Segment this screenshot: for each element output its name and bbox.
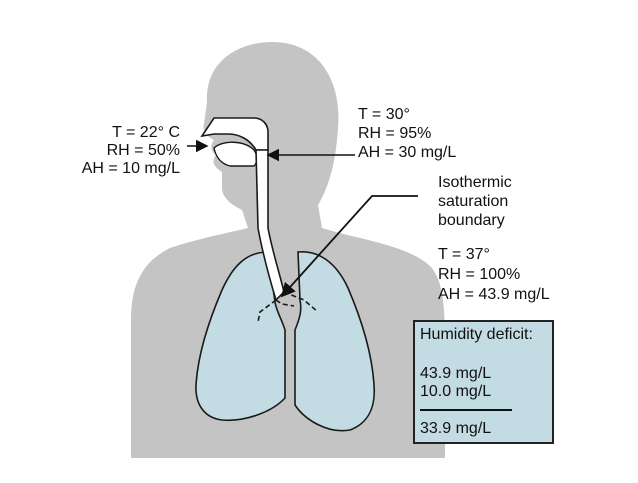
boundary-label-line2: saturation: [438, 193, 508, 211]
alveolar-temperature: T = 37°: [438, 246, 490, 264]
pharynx-absolute-humidity: AH = 30 mg/L: [358, 144, 456, 162]
inlet-temperature: T = 22° C: [80, 124, 180, 142]
humidity-deficit-box: Humidity deficit: 43.9 mg/L 10.0 mg/L 33…: [413, 320, 554, 444]
deficit-result: 33.9 mg/L: [420, 420, 491, 438]
inlet-humidity: RH = 50%: [80, 142, 180, 160]
alveolar-absolute-humidity: AH = 43.9 mg/L: [438, 286, 550, 304]
inlet-absolute-humidity: AH = 10 mg/L: [60, 160, 180, 178]
deficit-subtraction-rule: [420, 409, 512, 411]
alveolar-humidity: RH = 100%: [438, 266, 520, 284]
deficit-value-1: 43.9 mg/L: [420, 365, 491, 383]
deficit-value-2: 10.0 mg/L: [420, 383, 491, 401]
boundary-label-line1: Isothermic: [438, 174, 512, 192]
boundary-label-line3: boundary: [438, 212, 505, 230]
deficit-title: Humidity deficit:: [420, 326, 533, 344]
pharynx-temperature: T = 30°: [358, 106, 410, 124]
pharynx-humidity: RH = 95%: [358, 125, 431, 143]
body-silhouette: [131, 42, 445, 458]
